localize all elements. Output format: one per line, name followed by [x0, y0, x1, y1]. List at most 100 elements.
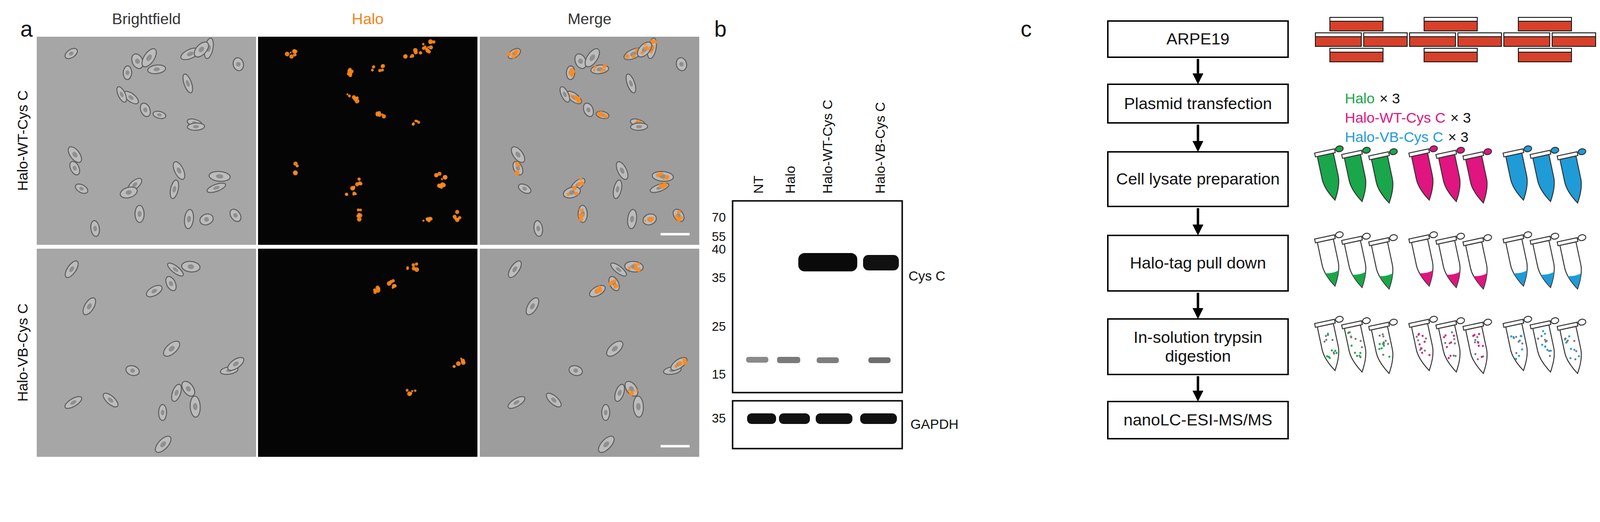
- lane-label: Halo: [783, 165, 799, 194]
- cell: [73, 182, 90, 196]
- cell: [189, 396, 202, 419]
- ladder-marker: 40: [711, 242, 726, 257]
- cell: [587, 283, 607, 300]
- process-box: Plasmid transfection: [1107, 83, 1289, 124]
- sample-tube: [1556, 234, 1597, 292]
- lane-label: Halo-VB-Cys C: [873, 101, 889, 194]
- cell: [624, 260, 644, 274]
- cell: [65, 144, 85, 165]
- cell: [411, 118, 421, 128]
- micrograph: [479, 36, 700, 246]
- flow-arrow: [1196, 124, 1200, 150]
- cell: [611, 179, 624, 200]
- cell: [670, 207, 687, 224]
- cell: [601, 404, 610, 421]
- band: [815, 413, 853, 425]
- cell: [169, 383, 184, 404]
- cell: [144, 283, 164, 300]
- cell: [433, 171, 448, 181]
- step-label: Plasmid transfection: [1124, 94, 1272, 114]
- cell: [187, 122, 205, 131]
- band: [863, 255, 899, 271]
- flow-arrow: [1196, 376, 1200, 400]
- cell: [634, 39, 655, 60]
- step-label: Cell lysate preparation: [1116, 169, 1280, 189]
- image-ground: [36, 36, 257, 246]
- cell: [544, 390, 564, 410]
- micrographs: [36, 36, 700, 458]
- band: [777, 357, 801, 364]
- cell: [191, 39, 212, 60]
- cell: [180, 72, 195, 95]
- micrograph: [36, 36, 257, 246]
- cell: [605, 274, 622, 293]
- cell: [567, 364, 584, 378]
- cell: [386, 278, 398, 291]
- cell: [348, 176, 365, 192]
- cell: [404, 385, 418, 398]
- process-box: nanoLC-ESI-MS/MS: [1107, 401, 1289, 440]
- cell: [170, 159, 188, 182]
- lane-label: Halo-WT-Cys C: [820, 100, 836, 194]
- cell: [374, 110, 388, 120]
- cell: [633, 396, 645, 419]
- sample-tube: [1368, 318, 1408, 376]
- ladder-marker: 25: [711, 319, 726, 334]
- cell: [198, 212, 215, 227]
- cell: [284, 46, 300, 61]
- band: [868, 357, 891, 364]
- cell: [100, 390, 121, 410]
- cell: [118, 185, 139, 200]
- micrograph: [36, 248, 257, 458]
- image-ground: [258, 36, 478, 246]
- image-ground: [479, 36, 700, 246]
- figure-label: Halo: [1344, 90, 1375, 107]
- cell: [595, 110, 610, 120]
- cell: [450, 356, 467, 372]
- cell: [179, 379, 198, 399]
- cell: [421, 216, 434, 225]
- row-label: Halo-VB-Cys C: [14, 303, 31, 402]
- sample-tube: [1368, 234, 1408, 292]
- lane-label: NT: [751, 175, 767, 194]
- sample-tube: [1368, 148, 1408, 206]
- sample-icons: [1314, 17, 1597, 376]
- figure-label: Halo-VB-Cys C: [1344, 129, 1443, 145]
- cell: [508, 144, 528, 165]
- cell: [401, 47, 420, 62]
- cell: [208, 170, 231, 183]
- sample-tube: [1462, 318, 1502, 376]
- band: [746, 357, 769, 363]
- cell: [62, 259, 81, 280]
- cell: [565, 65, 576, 80]
- cell: [346, 67, 354, 78]
- cell: [168, 179, 181, 200]
- cell: [517, 182, 533, 196]
- ladder-marker: 15: [711, 367, 726, 382]
- band: [778, 413, 810, 425]
- cell: [288, 160, 303, 177]
- sample-tube: [1462, 234, 1502, 292]
- figure-label: × 3: [1447, 129, 1469, 145]
- cell: [604, 338, 626, 360]
- cell: [613, 159, 631, 182]
- image-ground: [479, 248, 700, 458]
- flow-arrow: [1196, 208, 1200, 234]
- cell: [506, 394, 527, 412]
- micrograph: [258, 248, 478, 458]
- cell: [450, 209, 464, 224]
- cell: [630, 122, 648, 131]
- blot-frame: [732, 201, 903, 393]
- cell: [626, 209, 638, 230]
- flow-arrow: [1196, 58, 1200, 83]
- cell: [425, 38, 436, 55]
- cell: [124, 364, 141, 378]
- flow-arrow: [1196, 292, 1200, 318]
- step-label: Halo-tag pull down: [1129, 253, 1267, 273]
- culture-flasks: [1409, 17, 1502, 62]
- cell: [115, 85, 129, 104]
- ladder-marker: 35: [711, 411, 726, 426]
- micrograph: [258, 36, 478, 246]
- cell: [152, 110, 167, 120]
